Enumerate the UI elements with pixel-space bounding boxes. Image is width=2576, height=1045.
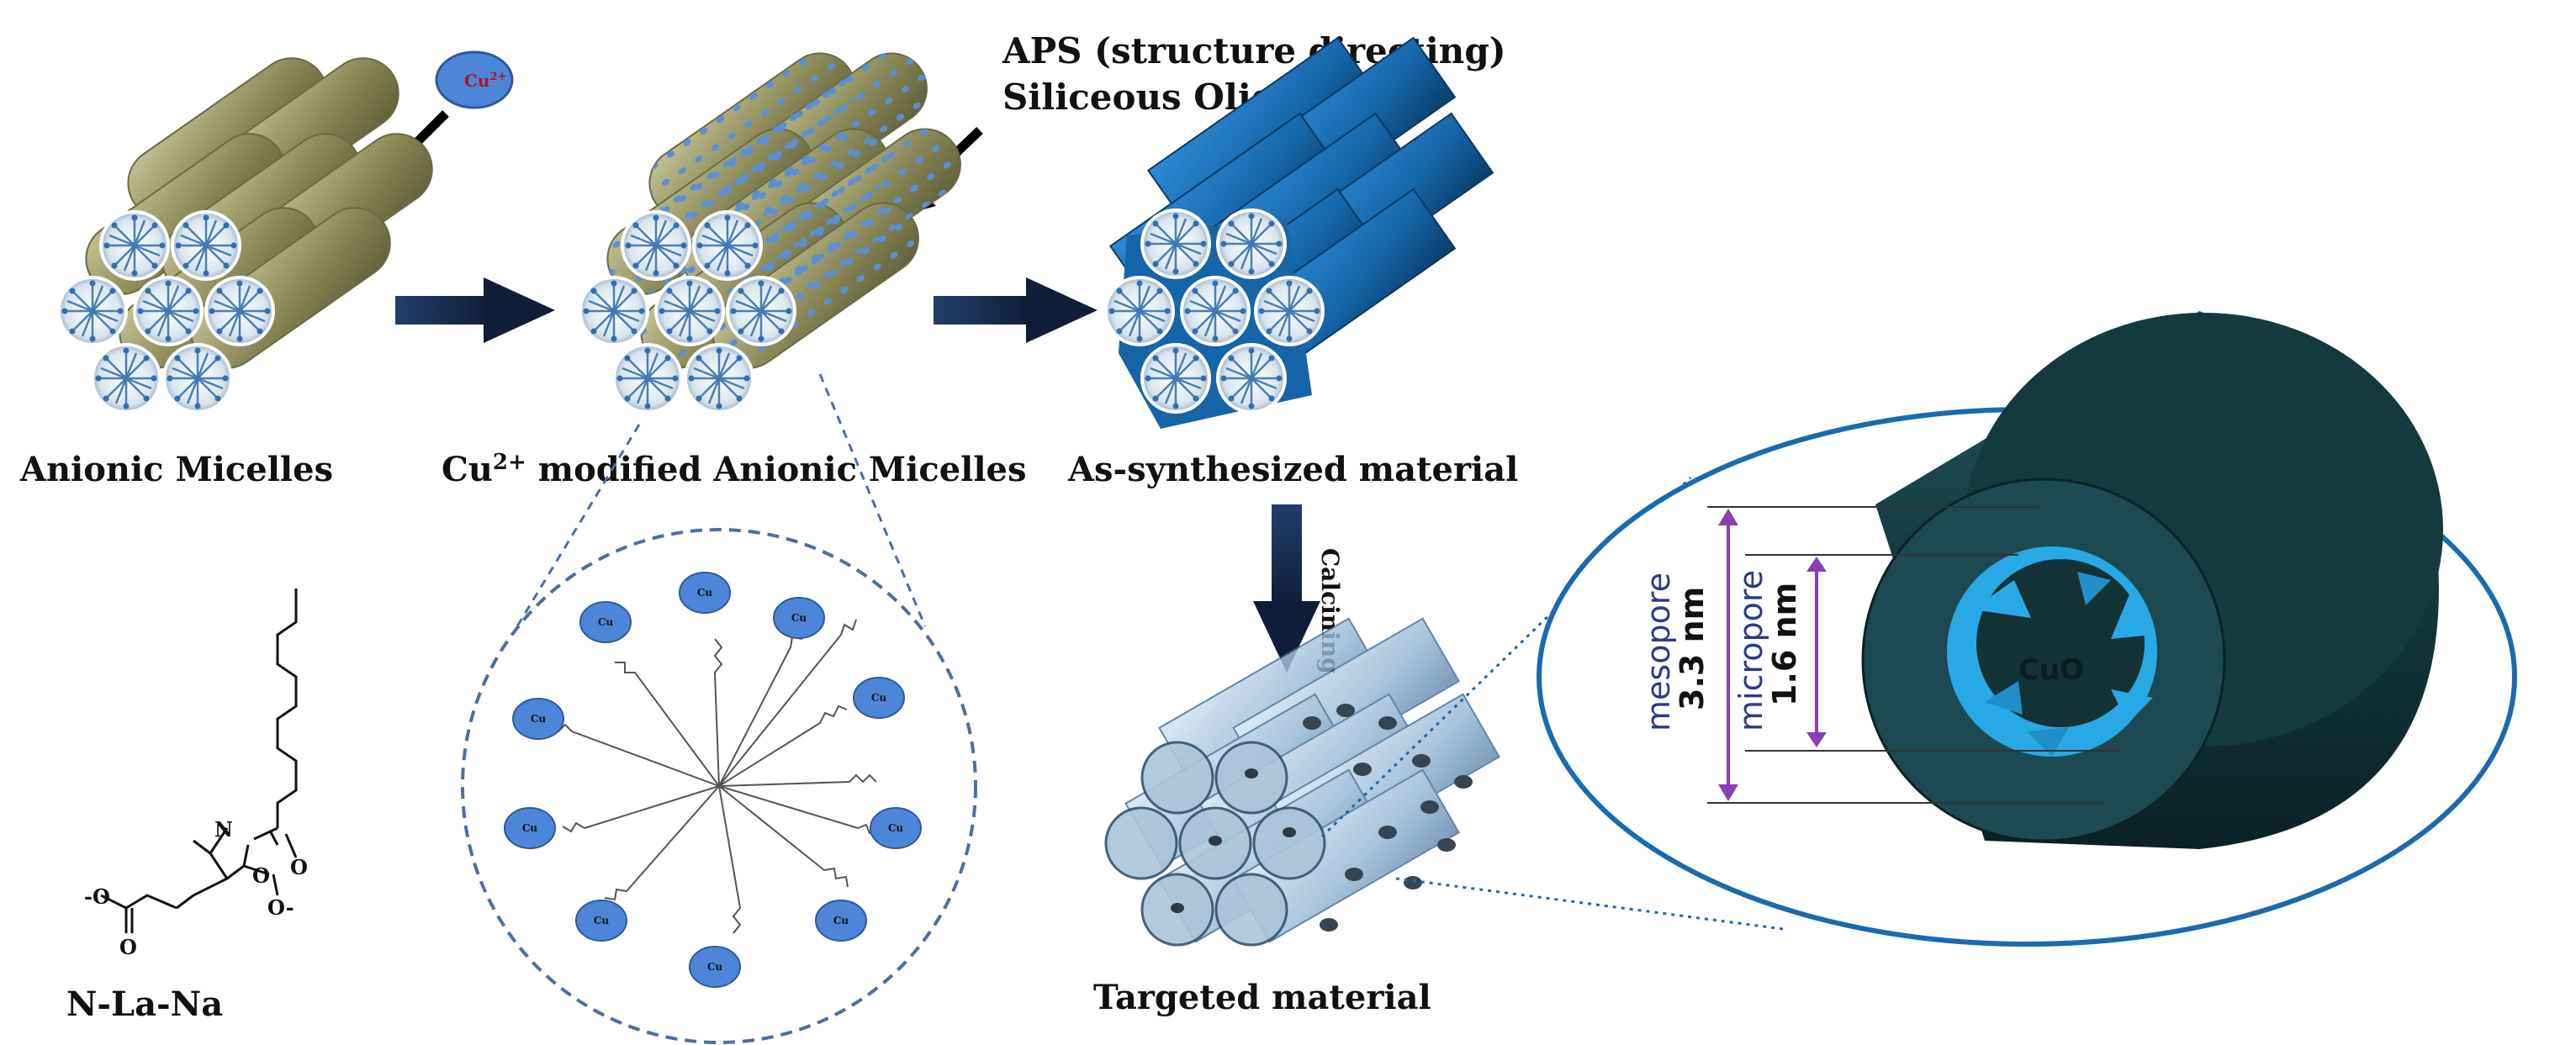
mesopore-value: 3.3 nm <box>1674 587 1711 710</box>
cu-modified-micelles-label: Cu2+ modified Anionic Micelles <box>442 450 1027 489</box>
targeted-material-label: Targeted material <box>1093 978 1431 1017</box>
cu-ion-blob: Cu2+ <box>435 50 514 109</box>
process-arrow-1 <box>395 277 555 343</box>
cu-modified-micelle-bundle <box>579 52 961 414</box>
micropore-value: 1.6 nm <box>1766 583 1803 706</box>
svg-text:Cu2+: Cu2+ <box>464 71 506 91</box>
ellipse-dotted-lines <box>1320 476 1784 931</box>
svg-text:Cu: Cu <box>594 915 610 926</box>
svg-text:Cu: Cu <box>707 961 723 973</box>
pore-detail-ellipse <box>1537 311 2517 947</box>
micelle-cross-section: Cu Cu Cu Cu Cu Cu Cu Cu Cu Cu <box>461 528 977 1044</box>
calcining-arrow <box>1253 504 1320 673</box>
amide-oxygen: O <box>290 855 308 879</box>
cu-ion-symbol: Cu <box>464 71 489 91</box>
n-la-na-label: N-La-Na <box>66 984 223 1024</box>
acid-oxygen-bottom: O <box>119 935 137 959</box>
mesopore-label: mesopore <box>1640 573 1677 731</box>
micropore-label: micropore <box>1732 570 1769 731</box>
svg-text:Cu: Cu <box>833 915 849 926</box>
svg-text:Cu: Cu <box>871 692 887 704</box>
acid-oxygen-top: O <box>252 863 270 888</box>
zoom-dashed-lines <box>516 373 927 627</box>
svg-text:Cu: Cu <box>888 822 904 834</box>
process-arrow-2 <box>934 277 1098 343</box>
amide-nitrogen: N <box>214 817 233 842</box>
anionic-micelles-label: Anionic Micelles <box>19 450 333 489</box>
svg-text:Cu: Cu <box>522 822 538 834</box>
svg-text:Cu: Cu <box>791 612 807 624</box>
as-synthesized-label: As-synthesized material <box>1067 450 1518 489</box>
svg-text:Cu: Cu <box>531 713 547 725</box>
as-synthesized-material <box>1104 36 1494 429</box>
targeted-material <box>1104 617 1501 947</box>
svg-text:Cu: Cu <box>598 616 614 628</box>
cu-ion-charge: 2+ <box>489 71 506 83</box>
svg-text:Cu: Cu <box>697 587 713 599</box>
anionic-micelle-bundle <box>57 57 433 414</box>
carboxylate-right: O- <box>267 895 294 920</box>
n-la-na-structure <box>100 588 298 933</box>
carboxylate-left: -O <box>84 884 110 909</box>
cuo-label: CuO <box>2018 653 2084 687</box>
